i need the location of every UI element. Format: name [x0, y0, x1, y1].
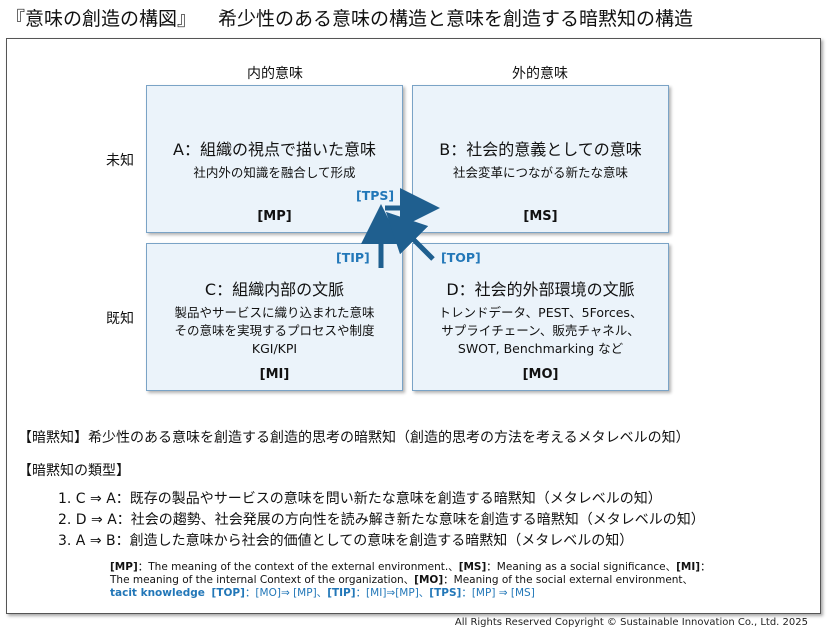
cell-b-tag: [MS] [523, 209, 558, 224]
cell-a-desc: 社内外の知識を融合して形成 [193, 165, 356, 180]
legend-mo-label: [MO] [414, 574, 444, 586]
legend-ms-text: ：Meaning as a social significance、 [486, 561, 677, 573]
tag-top: [TOP] [441, 250, 481, 265]
legend-ms-label: [MS] [458, 561, 487, 573]
legend-top-text: ：[MO]⇒ [MP]、 [244, 587, 328, 599]
tacit-definition: 【暗黙知】希少性のある意味を創造する創造的思考の暗黙知（創造的思考の方法を考える… [18, 430, 690, 446]
legend-line2-text: The meaning of the internal Context of t… [110, 574, 415, 586]
legend-mi-label: [MI] [676, 561, 701, 573]
cell-c-line-1: 製品やサービスに織り込まれた意味 [174, 305, 375, 320]
legend-line-3: tacit knowledge [TOP]：[MO]⇒ [MP]、[TIP]：[… [110, 586, 535, 600]
type-item-2: 2. D ⇒ A：社会の趨勢、社会発展の方向性を読み解き新たな意味を創造する暗黙… [58, 512, 705, 528]
cell-d-tag: [MO] [522, 367, 559, 382]
legend-tps-text: ：[MP] ⇒ [MS] [461, 587, 535, 599]
legend-line-2: The meaning of the internal Context of t… [110, 573, 693, 587]
legend-mo-text: ：Meaning of the social external environm… [443, 574, 694, 586]
title-main: 『意味の創造の構図』 [6, 8, 197, 30]
cell-a: A：組織の視点で描いた意味 社内外の知識を融合して形成 [MP] [146, 85, 403, 233]
cell-c: C：組織内部の文脈 製品やサービスに織り込まれた意味 その意味を実現するプロセス… [146, 243, 403, 391]
cell-c-line-3: KGI/KPI [251, 341, 298, 356]
cell-d-line-1: トレンドデータ、PEST、5Forces、 [438, 305, 643, 320]
types-heading: 【暗黙知の類型】 [18, 463, 130, 479]
cell-a-tag: [MP] [257, 209, 292, 224]
arrow-top [385, 211, 435, 261]
cell-d-line-2: サプライチェーン、販売チャネル、 [441, 323, 640, 338]
legend-top-label: [TOP] [211, 587, 245, 599]
page-title: 『意味の創造の構図』希少性のある意味の構造と意味を創造する暗黙知の構造 [6, 4, 822, 34]
legend-mp-label: [MP] [110, 561, 138, 573]
legend-mi-text: ： [700, 561, 711, 573]
legend-mp-text: ：The meaning of the context of the exter… [137, 561, 459, 573]
row-header-known: 既知 [106, 311, 134, 327]
row-header-unknown: 未知 [106, 153, 134, 169]
cell-d-title: D：社会的外部環境の文脈 [446, 280, 635, 299]
copyright: All Rights Reserved Copyright © Sustaina… [454, 617, 808, 628]
cell-c-tag: [MI] [259, 367, 290, 382]
legend-tps-label: [TPS] [429, 587, 462, 599]
cell-c-title: C：組織内部の文脈 [204, 280, 345, 299]
cell-b-desc: 社会変革につながる新たな意味 [452, 165, 628, 180]
type-item-1: 1. C ⇒ A：既存の製品やサービスの意味を問い新たな意味を創造する暗黙知（メ… [58, 491, 662, 507]
cell-d: D：社会的外部環境の文脈 トレンドデータ、PEST、5Forces、 サプライチ… [412, 243, 669, 391]
legend-tacit-label: tacit knowledge [110, 587, 205, 599]
cell-d-line-3: SWOT, Benchmarking など [457, 341, 624, 356]
title-sub: 希少性のある意味の構造と意味を創造する暗黙知の構造 [218, 8, 694, 30]
legend-tip-label: [TIP] [327, 587, 356, 599]
legend-line-1: [MP]：The meaning of the context of the e… [110, 560, 711, 574]
cell-c-line-2: その意味を実現するプロセスや制度 [174, 323, 375, 338]
cell-b-title: B：社会的意義としての意味 [439, 140, 642, 159]
legend-tip-text: ：[MI]⇒[MP]、 [355, 587, 430, 599]
type-item-3: 3. A ⇒ B：創造した意味から社会的価値としての意味を創造する暗黙知（メタレ… [58, 533, 634, 549]
cell-a-title: A：組織の視点で描いた意味 [173, 140, 376, 159]
cell-b: B：社会的意義としての意味 社会変革につながる新たな意味 [MS] [412, 85, 669, 233]
tag-tps: [TPS] [356, 188, 395, 203]
column-header-internal: 内的意味 [247, 66, 303, 82]
tag-tip: [TIP] [336, 250, 370, 265]
column-header-external: 外的意味 [512, 66, 568, 82]
